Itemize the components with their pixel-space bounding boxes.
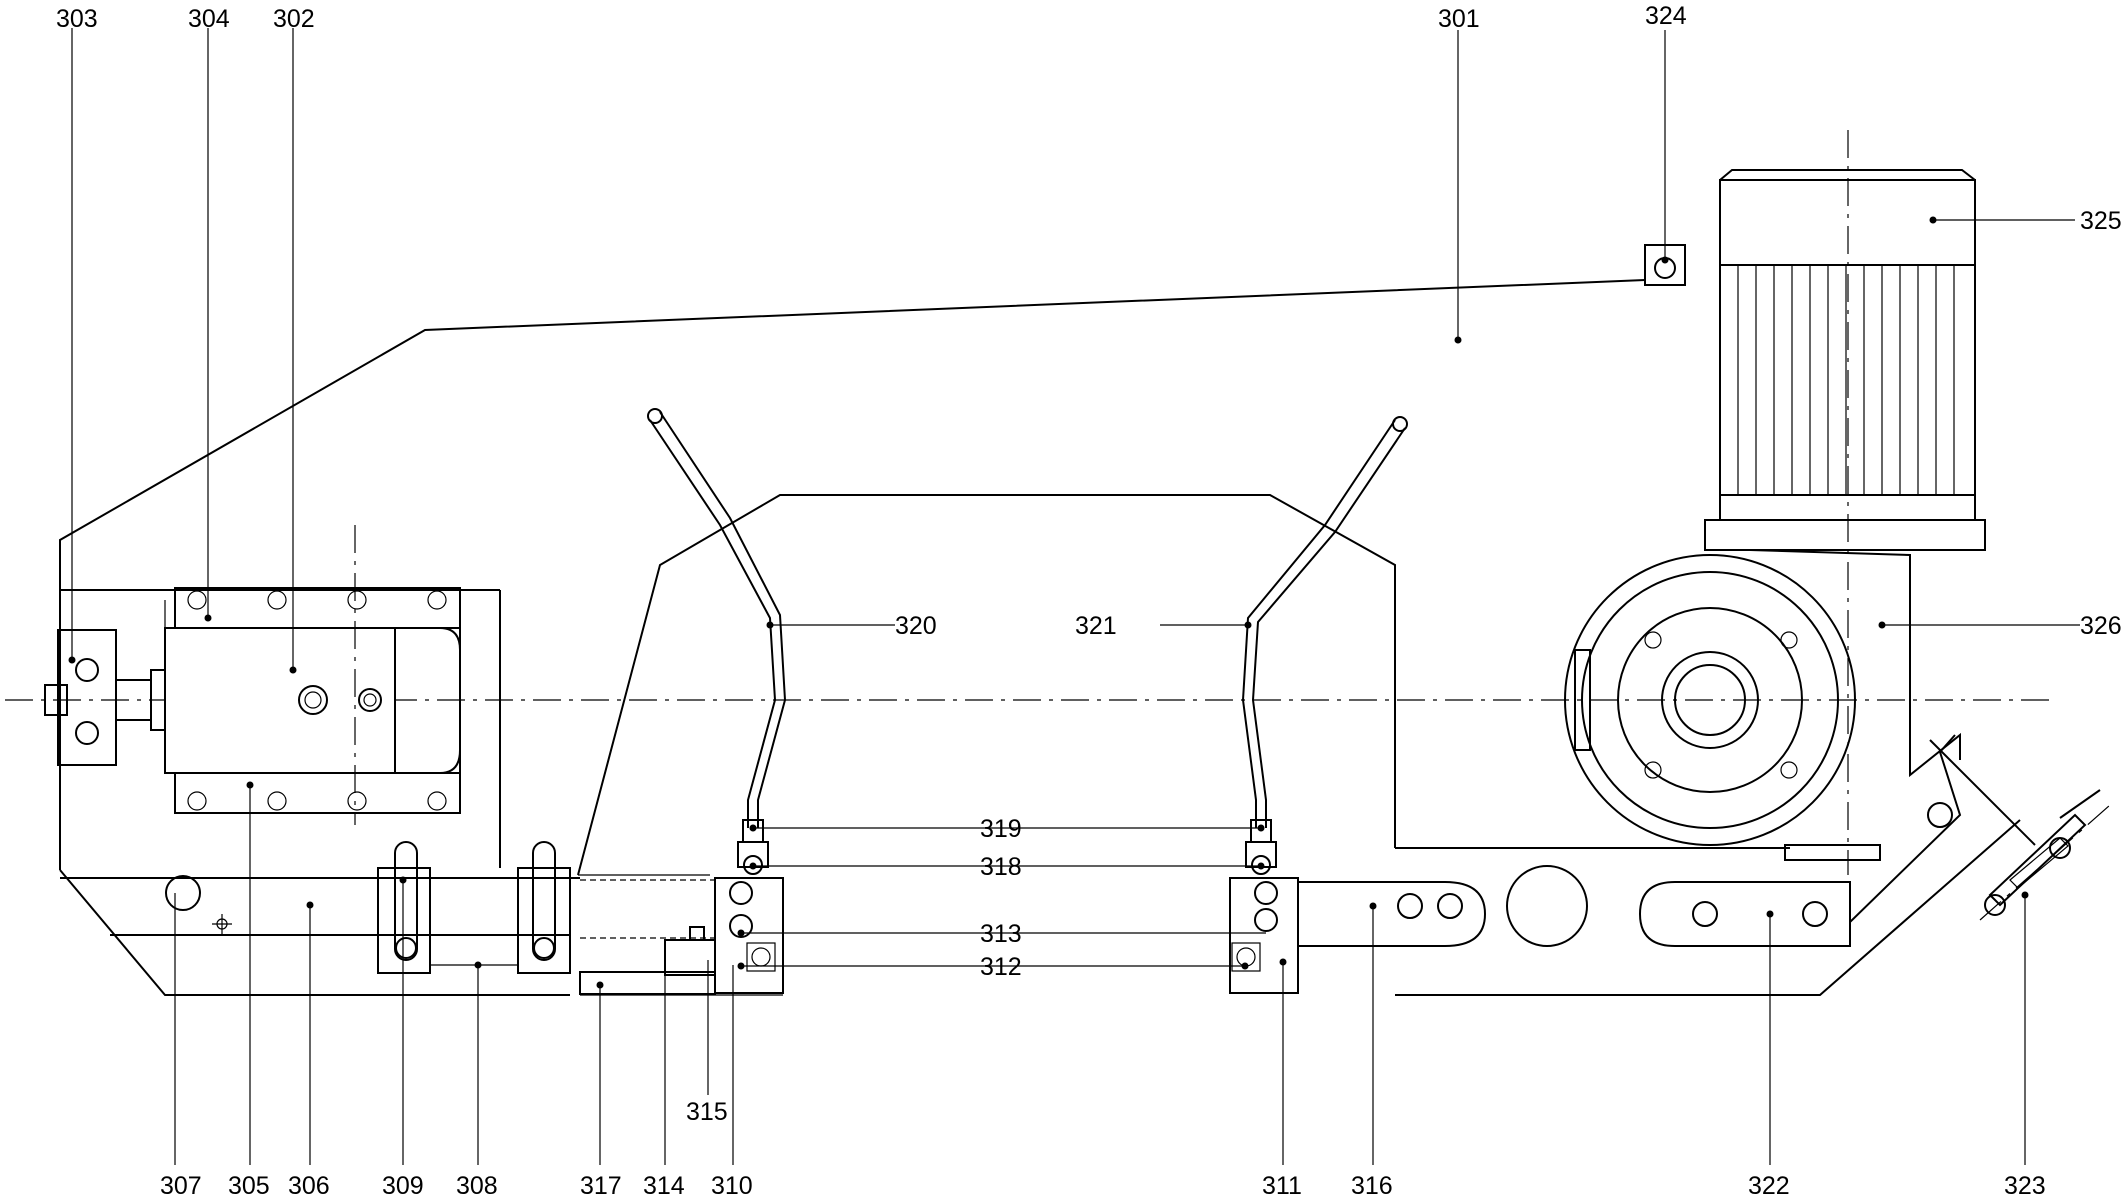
label-308: 308 bbox=[456, 1172, 498, 1200]
label-320: 320 bbox=[895, 612, 937, 640]
handle-right bbox=[1241, 416, 1408, 875]
label-322: 322 bbox=[1748, 1172, 1790, 1200]
label-307: 307 bbox=[160, 1172, 202, 1200]
label-324: 324 bbox=[1645, 2, 1687, 30]
label-306: 306 bbox=[288, 1172, 330, 1200]
label-319: 319 bbox=[980, 815, 1022, 843]
label-317: 317 bbox=[580, 1172, 622, 1200]
gearbox bbox=[1564, 549, 1961, 861]
label-312: 312 bbox=[980, 953, 1022, 981]
label-326: 326 bbox=[2080, 612, 2121, 640]
tension-adjuster bbox=[1979, 789, 2111, 921]
label-311: 311 bbox=[1262, 1172, 1302, 1200]
label-304: 304 bbox=[188, 5, 230, 33]
label-325: 325 bbox=[2080, 207, 2121, 235]
label-302: 302 bbox=[273, 5, 315, 33]
leader-lines bbox=[71, 28, 2080, 1165]
bearing-block-right bbox=[1229, 865, 1588, 994]
motor bbox=[1644, 130, 1986, 875]
label-314: 314 bbox=[643, 1172, 685, 1200]
center-panel bbox=[577, 494, 1396, 876]
label-309: 309 bbox=[382, 1172, 424, 1200]
label-315: 315 bbox=[686, 1098, 728, 1126]
label-301: 301 bbox=[1438, 5, 1480, 33]
label-323: 323 bbox=[2004, 1172, 2046, 1200]
main-housing bbox=[59, 279, 1646, 996]
label-316: 316 bbox=[1351, 1172, 1393, 1200]
handle-left bbox=[647, 408, 787, 875]
clamp-assembly bbox=[44, 525, 461, 825]
label-310: 310 bbox=[711, 1172, 753, 1200]
callout-labels: 303 304 302 301 324 325 326 320 321 319 … bbox=[56, 2, 2121, 1200]
bottom-rail bbox=[60, 841, 716, 995]
label-303: 303 bbox=[56, 5, 98, 33]
lower-frame-right bbox=[1395, 734, 2036, 996]
bearing-block-left bbox=[580, 877, 784, 996]
leader-dots bbox=[68, 216, 2029, 989]
label-313: 313 bbox=[980, 920, 1022, 948]
label-321: 321 bbox=[1075, 612, 1117, 640]
label-318: 318 bbox=[980, 853, 1022, 881]
label-305: 305 bbox=[228, 1172, 270, 1200]
